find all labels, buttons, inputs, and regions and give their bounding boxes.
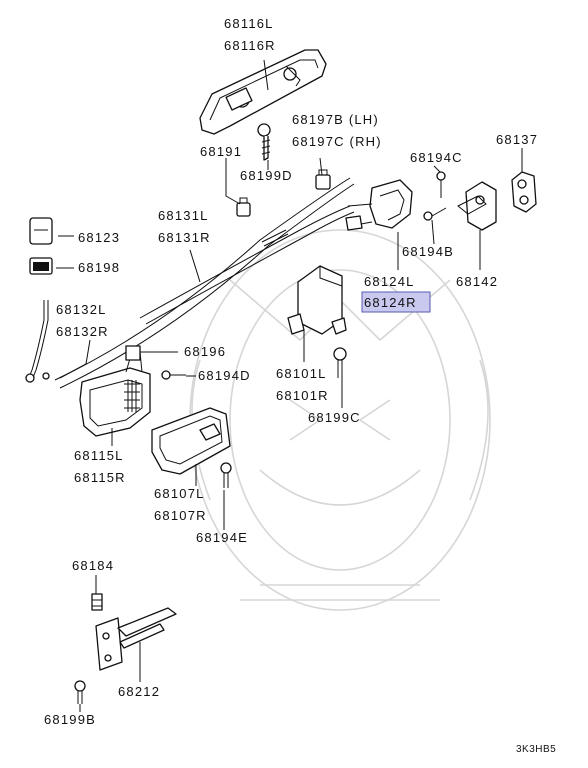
label-68132l: 68132L: [56, 302, 107, 317]
screw-68194e-part: [220, 462, 232, 488]
inside-handle-bracket-part: [79, 345, 151, 437]
door-check-68212-part: [95, 607, 177, 671]
screw-68199b-part: [74, 680, 86, 704]
screw-68194b-part: [423, 207, 447, 221]
label-68198: 68198: [78, 260, 120, 275]
label-68115l: 68115L: [74, 448, 124, 463]
label-68123: 68123: [78, 230, 120, 245]
striker-68142-part: [457, 181, 497, 231]
label-68101l: 68101L: [276, 366, 327, 381]
label-68191: 68191: [200, 144, 242, 159]
label-68194d: 68194D: [198, 368, 251, 383]
label-68199c: 68199C: [308, 410, 361, 425]
shim-68137-part: [511, 171, 537, 213]
label-68212: 68212: [118, 684, 160, 699]
label-68124r: 68124R: [364, 295, 417, 310]
label-68196: 68196: [184, 344, 226, 359]
label-68184: 68184: [72, 558, 114, 573]
leader-lines: [56, 59, 523, 712]
screw-68199c-part: [333, 347, 347, 378]
clip-68191-part: [236, 197, 251, 217]
label-68199b: 68199B: [44, 712, 96, 727]
label-68107r: 68107R: [154, 508, 207, 523]
screw-68194c-part: [436, 171, 446, 198]
label-68142: 68142: [456, 274, 498, 289]
label-68194e: 68194E: [196, 530, 248, 545]
label-68101r: 68101R: [276, 388, 329, 403]
label-68194b: 68194B: [402, 244, 454, 259]
label-68115r: 68115R: [74, 470, 126, 485]
rod-68132-part: [25, 300, 50, 383]
label-68199d: 68199D: [240, 168, 293, 183]
outside-handle-part: [199, 49, 327, 135]
clip-68197-part: [315, 169, 331, 190]
part-labels: 68116L 68116R 68197B (LH) 68197C (RH) 68…: [44, 16, 556, 755]
label-68197b: 68197B (LH): [292, 112, 379, 127]
label-68116l: 68116L: [224, 16, 274, 31]
label-68116r: 68116R: [224, 38, 276, 53]
label-68131r: 68131R: [158, 230, 211, 245]
grommet-68198-part: [29, 257, 53, 275]
actuator-68101-part: [287, 265, 347, 335]
label-68107l: 68107L: [154, 486, 205, 501]
screw-68199d-part: [257, 123, 271, 161]
label-68132r: 68132R: [56, 324, 109, 339]
label-68137: 68137: [496, 132, 538, 147]
bolt-68184-part: [91, 593, 103, 611]
label-68197c: 68197C (RH): [292, 134, 382, 149]
highlight-68124r: [361, 291, 431, 313]
screw-68194d-part: [161, 370, 186, 380]
lock-rods-part: [54, 177, 355, 389]
inside-handle-68107-part: [151, 407, 231, 475]
label-68194c: 68194C: [410, 150, 463, 165]
door-latch-part: [345, 179, 413, 231]
label-68124l: 68124L: [364, 274, 415, 289]
diagram-code: 3K3HB5: [516, 744, 556, 755]
cap-68123-part: [29, 217, 53, 245]
label-68131l: 68131L: [158, 208, 209, 223]
